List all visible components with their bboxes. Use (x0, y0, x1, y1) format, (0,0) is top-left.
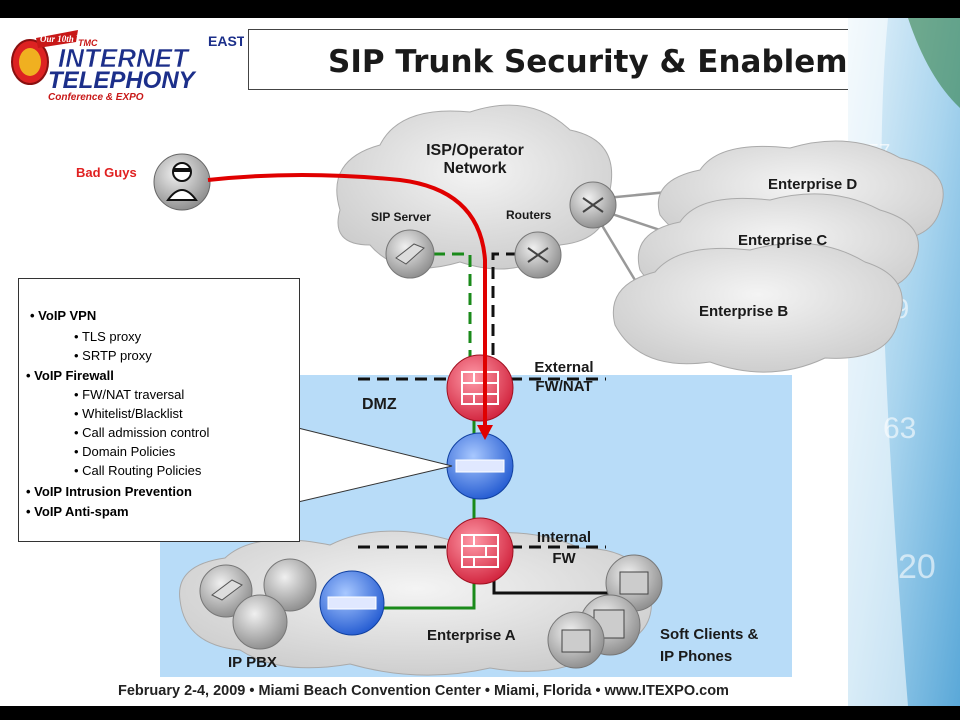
feature-whitelist-blacklist: • Whitelist/Blacklist (74, 406, 183, 421)
feature-domain-policies: • Domain Policies (74, 444, 176, 459)
isp-cloud (336, 104, 613, 270)
svg-text:20: 20 (898, 548, 936, 586)
feature-fw-nat-traversal: • FW/NAT traversal (74, 387, 185, 402)
feature-anti-spam: • VoIP Anti-spam (26, 504, 129, 519)
sip-server-icon (385, 229, 435, 279)
decorative-ocean-strip: 57 89 63 20 (848, 18, 960, 706)
bad-guy-icon (153, 153, 211, 211)
bad-guys-label: Bad Guys (76, 165, 137, 180)
logo-east: EAST (208, 33, 244, 49)
routers-label: Routers (506, 208, 552, 222)
enterprise-b-label: Enterprise B (699, 303, 789, 320)
logo-tmc: TMC (78, 38, 98, 48)
feature-voip-firewall: • VoIP Firewall (26, 368, 114, 383)
ip-phone-icon-2 (547, 611, 605, 669)
logo-conference: Conference & EXPO (48, 92, 144, 102)
router-icon-1 (514, 231, 562, 279)
enterprise-c-label: Enterprise C (738, 232, 828, 249)
title-box (248, 29, 914, 90)
enterprise-a-label: Enterprise A (427, 627, 516, 644)
callout-pointer (297, 427, 453, 503)
page-title: SIP Trunk Security & Enablement (328, 44, 906, 80)
pbx-sbc-icon (319, 570, 385, 636)
feature-intrusion-prevention: • VoIP Intrusion Prevention (26, 484, 192, 499)
external-firewall-icon (446, 354, 514, 422)
router-icon-2 (569, 181, 617, 229)
dmz-dashed-lines (358, 377, 606, 549)
svg-text:63: 63 (883, 412, 916, 445)
bottom-bar (0, 706, 960, 720)
soft-clients-label: Soft Clients &IP Phones (660, 626, 759, 665)
attack-path-arrow (207, 173, 487, 425)
logo-badge: Our 10th Year! (40, 34, 96, 44)
enterprise-d-label: Enterprise D (768, 176, 858, 193)
feature-tls-proxy: • TLS proxy (74, 329, 142, 344)
sbc-device-icon (446, 432, 514, 500)
enterprise-b-cloud (612, 242, 903, 373)
ip-pbx-icon (199, 558, 317, 650)
dmz-label: DMZ (362, 396, 397, 413)
feature-call-admission: • Call admission control (74, 425, 210, 440)
logo-telephony: TELEPHONY (48, 67, 197, 94)
top-bar (0, 0, 960, 18)
sip-server-label: SIP Server (371, 210, 431, 224)
feature-srtp-proxy: • SRTP proxy (74, 348, 152, 363)
footer-event-info: February 2-4, 2009 • Miami Beach Convent… (118, 683, 729, 699)
ip-pbx-label: IP PBX (228, 654, 277, 671)
security-features-box (18, 278, 300, 542)
feature-voip-vpn: • VoIP VPN (30, 308, 97, 323)
internal-firewall-icon (446, 517, 514, 585)
feature-call-routing: • Call Routing Policies (74, 463, 202, 478)
itexpo-logo: Our 10th Year! TMC EAST INTERNET TELEPHO… (11, 30, 244, 102)
attack-arrowhead (477, 425, 493, 440)
logo-internet: INTERNET (58, 43, 190, 73)
